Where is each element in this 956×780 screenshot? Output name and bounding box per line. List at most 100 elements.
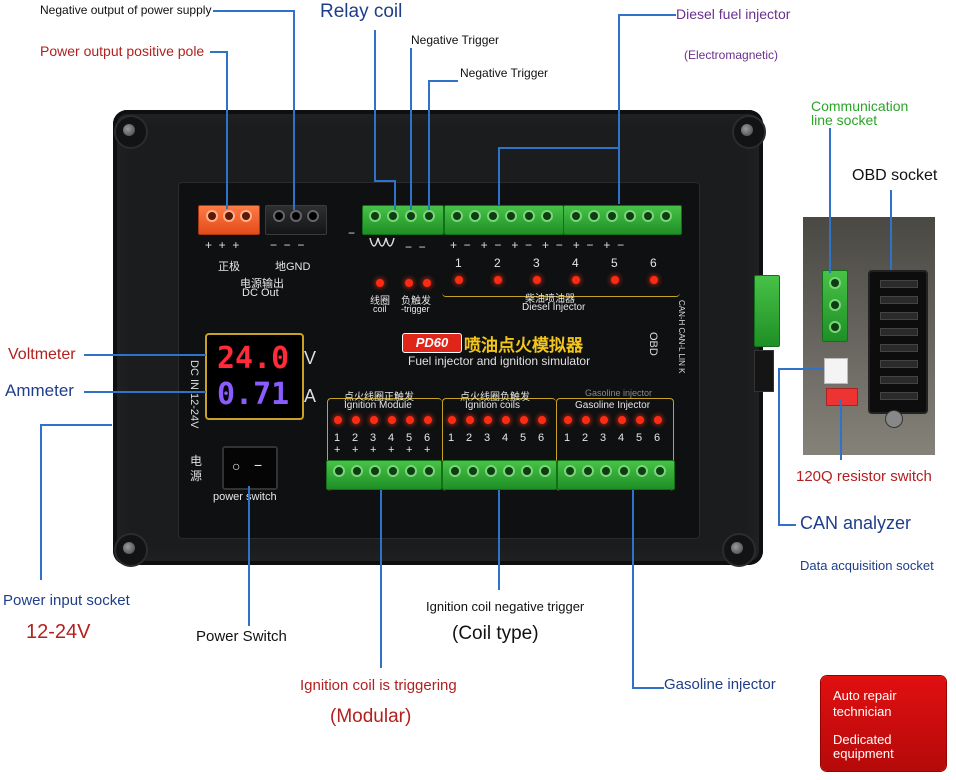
badge-line-2: technician — [833, 704, 892, 719]
coils-cn-label: 点火线圈负触发 — [460, 392, 530, 403]
callout-comm-socket-1: Communication — [811, 98, 909, 114]
power-cn-label: 电源 — [190, 454, 203, 483]
channel-number: 3 — [484, 432, 491, 444]
callout-coil-triggering: Ignition coil is triggering — [300, 677, 457, 694]
ignition-module-terminal[interactable] — [326, 460, 442, 490]
diesel-channel-number: 6 — [650, 256, 657, 270]
trigger-minus-marks: − − — [405, 240, 426, 254]
relay-coil-terminal[interactable] — [362, 205, 444, 235]
channel-led — [388, 416, 396, 424]
channel-led — [654, 416, 662, 424]
callout-comm-socket-2: line socket — [811, 112, 878, 128]
title-cn: 喷油点火模拟器 — [464, 336, 583, 355]
minus-mark: − — [348, 226, 356, 240]
dc-in-label: DC IN 12-24V — [188, 360, 200, 429]
module-label: Ignition Module — [344, 400, 412, 411]
screw-top-right — [732, 115, 766, 149]
diesel-polarity-marks: + − + − + − + − + − + − — [450, 238, 625, 252]
diesel-label: Diesel Injector — [522, 302, 586, 313]
channel-number: 4 — [388, 432, 395, 444]
diesel-channel-led — [611, 276, 619, 284]
callout-relay-coil: Relay coil — [320, 1, 403, 22]
minus-marks: − − − — [270, 238, 305, 252]
module-cn-label: 点火线圈正触发 — [344, 392, 414, 403]
channel-number: 6 — [424, 432, 431, 444]
badge-line-1: Auto repair — [833, 688, 897, 703]
ignition-coils-terminal[interactable] — [442, 460, 557, 490]
promo-badge: Auto repair technician Dedicated equipme… — [821, 676, 946, 771]
channel-led — [484, 416, 492, 424]
channel-number: 1 — [334, 432, 341, 444]
gas-bracket — [556, 398, 674, 491]
badge-line-3: Dedicated — [833, 732, 892, 747]
callout-neg-trigger-1: Negative Trigger — [411, 33, 500, 47]
power-positive-terminal[interactable] — [198, 205, 260, 235]
channel-led — [520, 416, 528, 424]
side-red-socket[interactable] — [754, 350, 774, 392]
diesel-cn-label: 柴油喷油器 — [525, 294, 575, 305]
dc-out-cn-ground: 地GND — [275, 261, 311, 273]
current-reading: 0.71 — [217, 377, 290, 412]
channel-number: 5 — [406, 432, 413, 444]
channel-led — [538, 416, 546, 424]
channel-number: 5 — [636, 432, 643, 444]
diesel-channel-number: 1 — [455, 256, 462, 270]
callout-voltage-range: 12-24V — [26, 621, 91, 643]
screw-top-left — [114, 115, 148, 149]
screw-bottom-left — [114, 533, 148, 567]
dc-out-cn-label: 电源输出 — [240, 278, 284, 290]
channel-number: 5 — [520, 432, 527, 444]
device-subtitle: Fuel injector and ignition simulator — [408, 354, 591, 368]
white-connector[interactable] — [824, 358, 848, 384]
side-communication-connector[interactable] — [754, 275, 780, 347]
badge-line-4: equipment — [833, 746, 894, 761]
coil-label: coil — [373, 304, 387, 314]
diesel-channel-led — [572, 276, 580, 284]
gas-label: Gasoline Injector — [575, 400, 651, 411]
obd-label: OBD — [647, 332, 659, 356]
callout-neg-output: Negative output of power supply — [40, 3, 212, 17]
callout-coil-neg-trigger: Ignition coil negative trigger — [426, 599, 585, 614]
channel-led — [564, 416, 572, 424]
diesel-injector-terminal-1[interactable] — [444, 205, 564, 235]
obd-socket[interactable] — [868, 270, 928, 414]
channel-led — [600, 416, 608, 424]
diesel-channel-led — [533, 276, 541, 284]
diesel-channel-led — [494, 276, 502, 284]
diesel-bracket — [442, 254, 680, 297]
channel-polarity-mark: + — [352, 444, 359, 456]
resistor-switch[interactable] — [826, 388, 858, 406]
channel-led — [352, 416, 360, 424]
trigger-led-2 — [423, 279, 431, 287]
coils-label: Ignition coils — [465, 400, 521, 411]
diesel-channel-led — [455, 276, 463, 284]
channel-number: 2 — [352, 432, 359, 444]
power-switch[interactable]: ○ − — [222, 446, 278, 490]
diesel-channel-number: 5 — [611, 256, 618, 270]
neg-trigger-label: -trigger — [401, 304, 430, 314]
channel-number: 2 — [466, 432, 473, 444]
channel-number: 6 — [654, 432, 661, 444]
channel-number: 3 — [370, 432, 377, 444]
plus-marks: + + + — [205, 238, 240, 252]
channel-polarity-mark: + — [370, 444, 377, 456]
diesel-channel-number: 4 — [572, 256, 579, 270]
power-ground-terminal[interactable] — [265, 205, 327, 235]
channel-polarity-mark: + — [334, 444, 341, 456]
coil-led — [376, 279, 384, 287]
callout-coil-type: (Coil type) — [452, 623, 539, 644]
obd-screw — [885, 410, 903, 428]
power-switch-label: power switch — [213, 491, 277, 503]
diesel-channel-led — [650, 276, 658, 284]
channel-number: 2 — [582, 432, 589, 444]
voltage-unit: V — [304, 348, 317, 368]
callout-can-analyzer: CAN analyzer — [800, 513, 912, 533]
channel-led — [466, 416, 474, 424]
dc-out-label: DC Out — [242, 287, 279, 299]
gasoline-injector-terminal[interactable] — [557, 460, 675, 490]
module-bracket — [327, 398, 442, 491]
diesel-injector-terminal-2[interactable] — [563, 205, 682, 235]
coil-symbol-icon — [369, 237, 395, 247]
communication-socket[interactable] — [822, 270, 848, 342]
callout-neg-trigger-2: Negative Trigger — [460, 66, 549, 80]
